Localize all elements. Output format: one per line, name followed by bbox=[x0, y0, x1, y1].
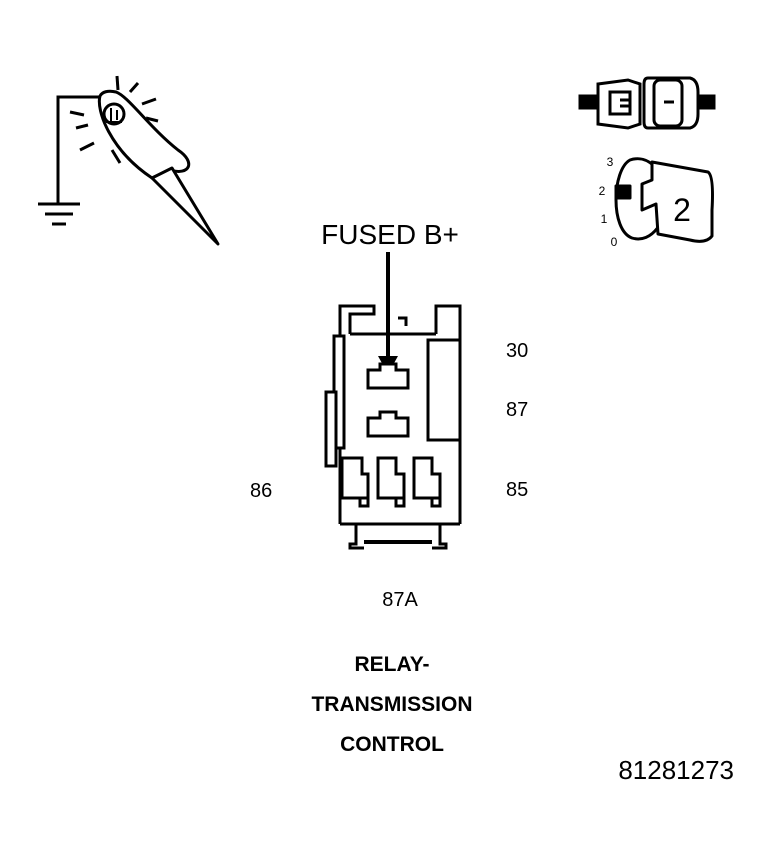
ignition-scale-1: 1 bbox=[601, 212, 608, 226]
pin-label-87a: 87A bbox=[382, 589, 418, 611]
title-line-1: RELAY- bbox=[354, 653, 429, 676]
figure-number: 81281273 bbox=[618, 755, 734, 785]
arrow-down-icon bbox=[378, 252, 398, 374]
ignition-position-label: 2 bbox=[673, 192, 691, 228]
title-line-2: TRANSMISSION bbox=[311, 693, 472, 716]
title-line-3: CONTROL bbox=[340, 733, 444, 756]
disconnected-connector-icon bbox=[578, 76, 716, 130]
ignition-scale-2: 2 bbox=[599, 184, 606, 198]
pin-label-85: 85 bbox=[506, 479, 528, 501]
ignition-key-icon: 2 3 2 1 0 bbox=[599, 155, 714, 249]
pin-label-87: 87 bbox=[506, 399, 528, 421]
ignition-scale-0: 0 bbox=[611, 235, 618, 249]
pin-label-30: 30 bbox=[506, 340, 528, 362]
relay-connector-icon bbox=[324, 304, 462, 550]
pin-label-86: 86 bbox=[250, 480, 272, 502]
ground-symbol-icon bbox=[38, 95, 104, 226]
fused-b-plus-label: FUSED B+ bbox=[321, 219, 459, 250]
test-light-probe-icon bbox=[69, 75, 220, 246]
ignition-scale-3: 3 bbox=[607, 155, 614, 169]
